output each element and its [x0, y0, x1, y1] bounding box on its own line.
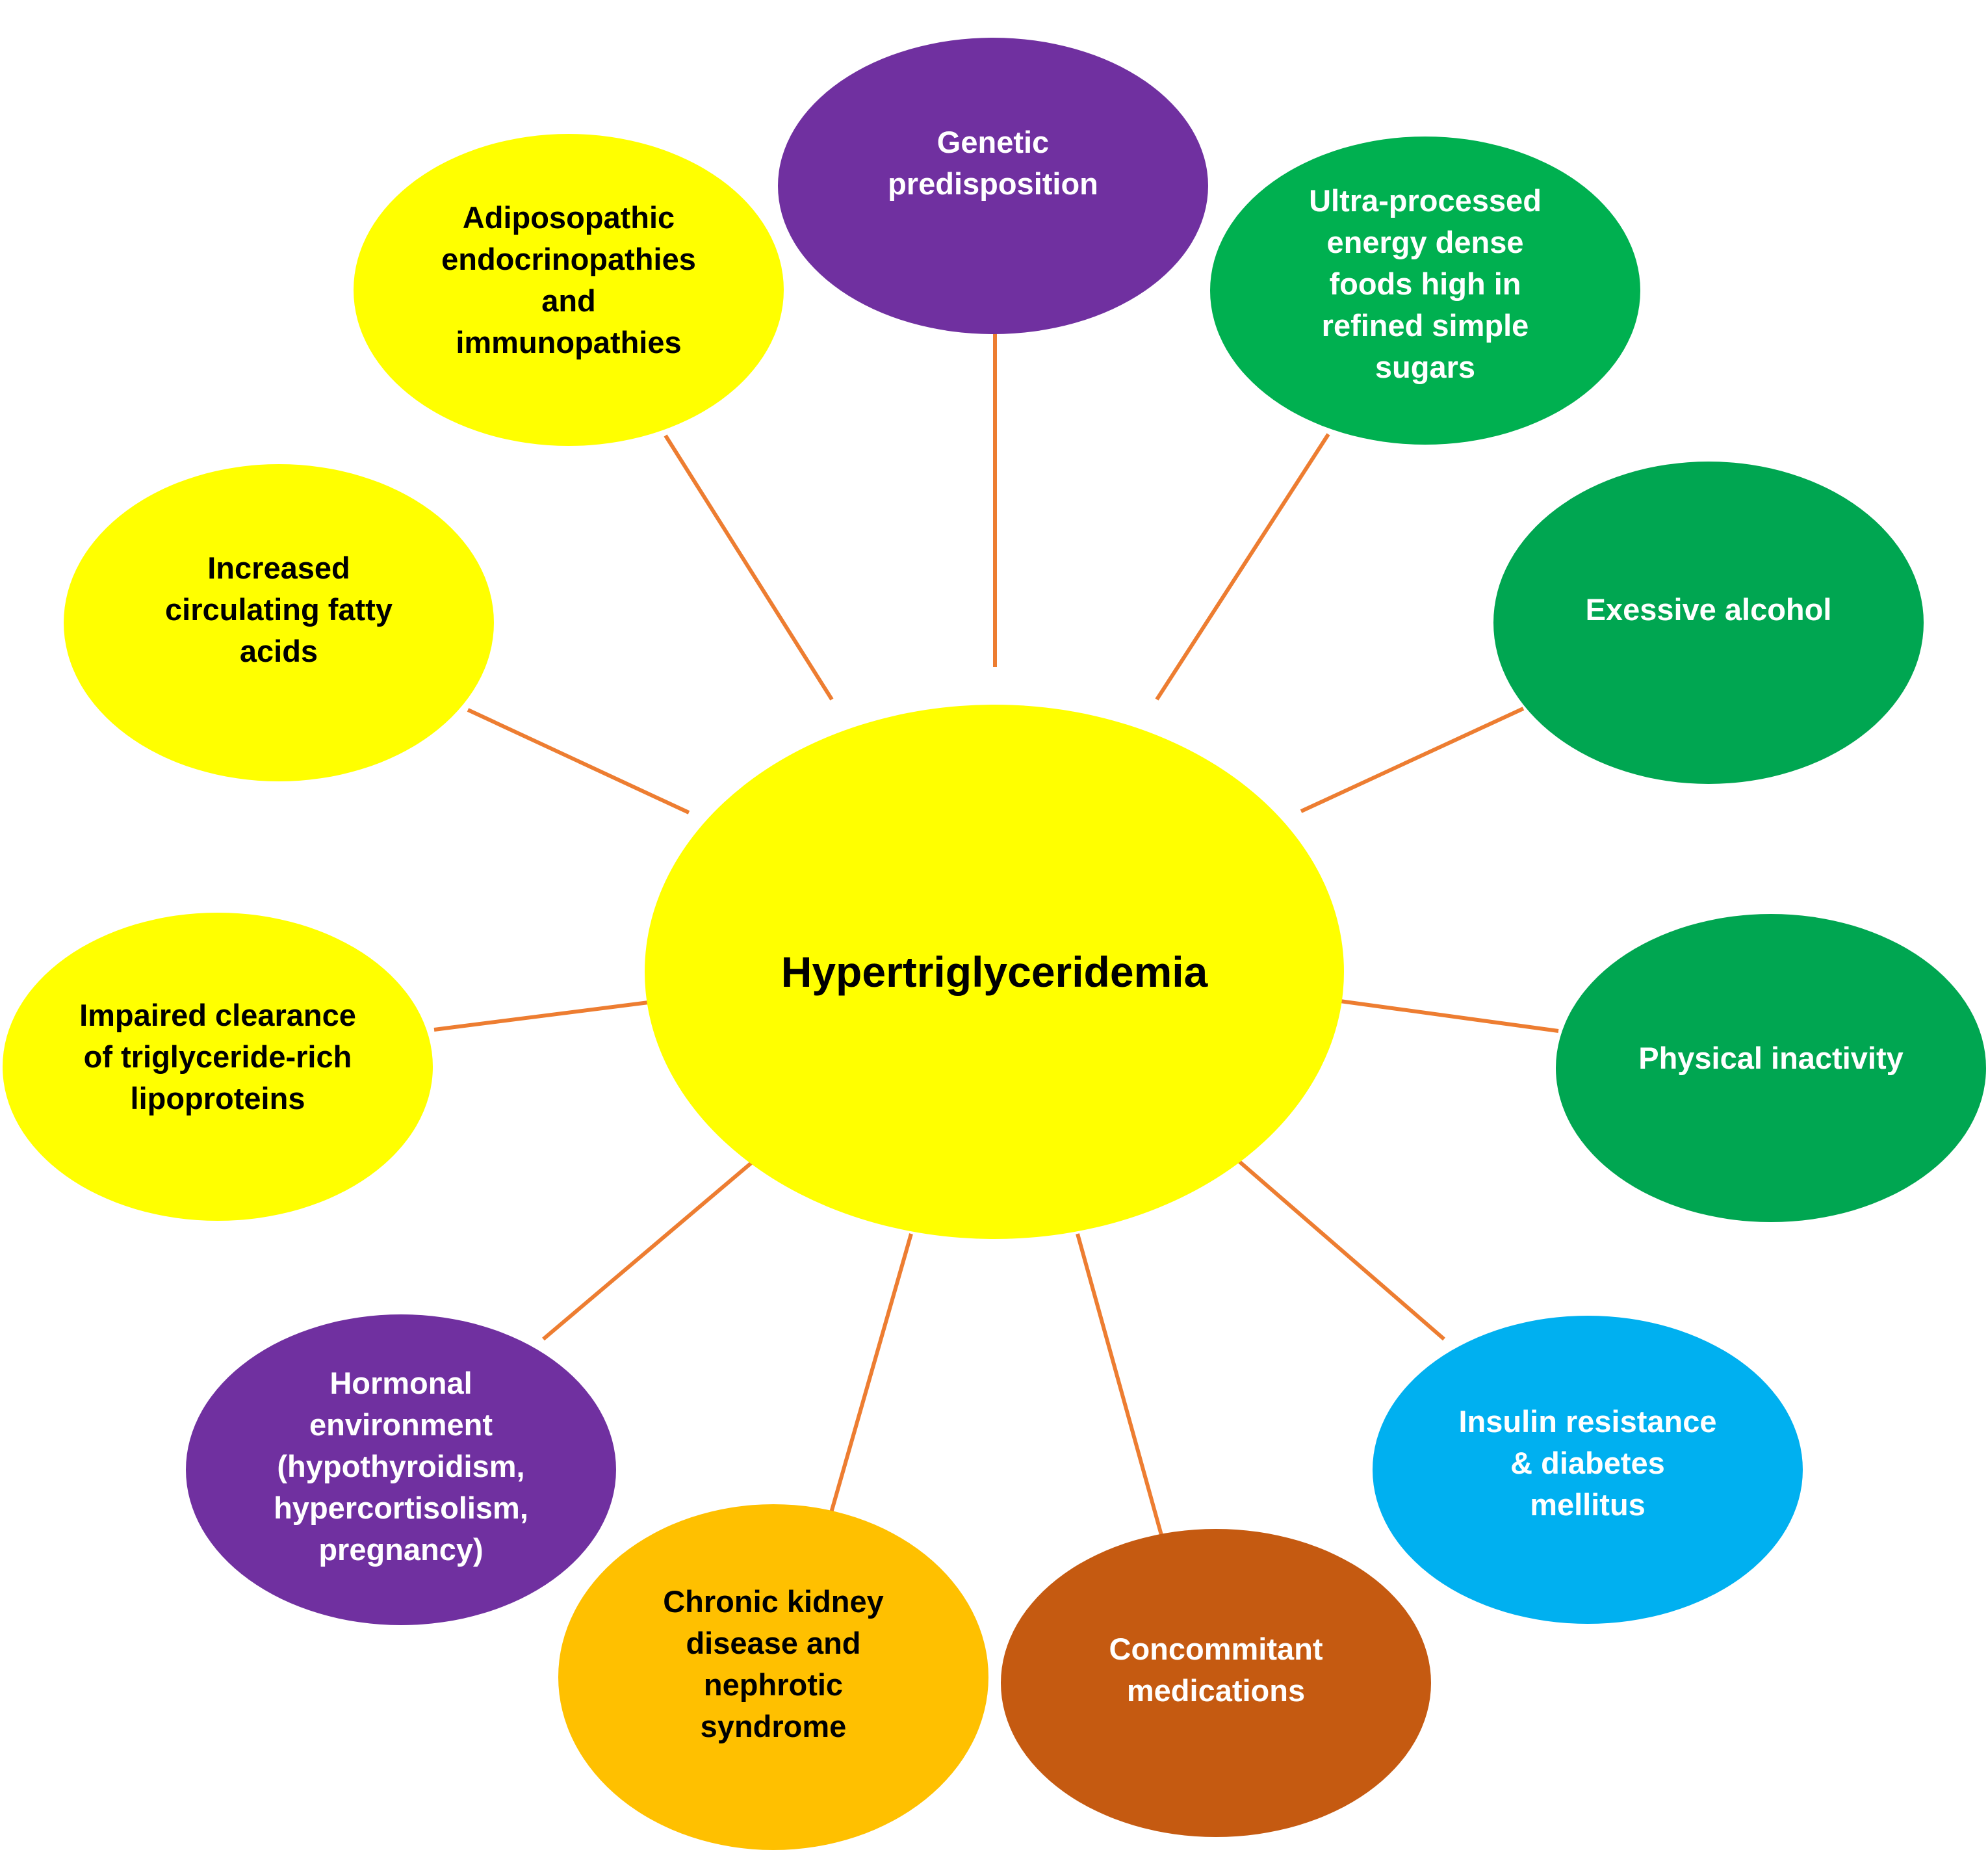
node-label-hormonal-environment: Hormonal environment (hypothyroidism, hy… — [274, 1366, 528, 1567]
connector-impaired — [433, 1000, 649, 1032]
connector-alcohol — [1300, 707, 1525, 813]
node-genetic-predisposition: Genetic predisposition — [778, 38, 1208, 334]
node-insulin-resistance: Insulin resistance & diabetes mellitus — [1373, 1316, 1803, 1624]
node-ultra-processed-foods: Ultra-processed energy dense foods high … — [1210, 137, 1640, 445]
node-label-adiposopathic-endocrinopathies: Adiposopathic endocrinopathies and immun… — [441, 200, 696, 359]
node-label-genetic-predisposition: Genetic predisposition — [888, 125, 1098, 201]
connector-ckd — [821, 1233, 913, 1543]
node-label-ultra-processed-foods: Ultra-processed energy dense foods high … — [1309, 183, 1542, 384]
connector-phys — [1339, 999, 1559, 1033]
node-chronic-kidney-disease: Chronic kidney disease and nephrotic syn… — [558, 1504, 988, 1850]
node-label-circulating-fatty-acids: Increased circulating fatty acids — [165, 551, 393, 668]
connector-ultra — [1155, 433, 1330, 701]
node-label-excessive-alcohol: Exessive alcohol — [1585, 592, 1832, 627]
connector-meds — [1076, 1233, 1165, 1543]
connector-insulin — [1237, 1159, 1445, 1341]
node-label-chronic-kidney-disease: Chronic kidney disease and nephrotic syn… — [663, 1584, 884, 1743]
node-label-insulin-resistance: Insulin resistance & diabetes mellitus — [1458, 1404, 1717, 1522]
node-concomitant-medications: Concommitant medications — [1001, 1529, 1431, 1837]
center-label: Hypertriglyceridemia — [781, 948, 1208, 996]
node-label-physical-inactivity: Physical inactivity — [1638, 1041, 1904, 1075]
node-label-concomitant-medications: Concommitant medications — [1109, 1632, 1323, 1708]
node-hypertriglyceridemia: Hypertriglyceridemia — [645, 705, 1344, 1239]
node-label-impaired-clearance: Impaired clearance of triglyceride-rich … — [79, 998, 356, 1115]
node-excessive-alcohol: Exessive alcohol — [1493, 462, 1924, 784]
node-hormonal-environment: Hormonal environment (hypothyroidism, hy… — [186, 1314, 616, 1625]
connector-hormonal — [542, 1158, 756, 1341]
node-physical-inactivity: Physical inactivity — [1556, 914, 1986, 1222]
connector-fatty — [467, 708, 690, 815]
node-circulating-fatty-acids: Increased circulating fatty acids — [64, 464, 494, 781]
node-adiposopathic-endocrinopathies: Adiposopathic endocrinopathies and immun… — [354, 134, 784, 446]
connector-adipo — [664, 434, 834, 701]
node-impaired-clearance: Impaired clearance of triglyceride-rich … — [3, 913, 433, 1221]
